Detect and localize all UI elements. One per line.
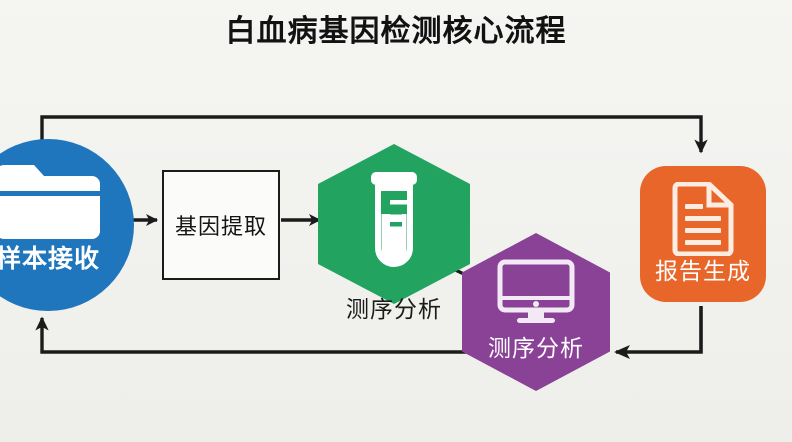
monitor-icon xyxy=(462,259,610,330)
node-gene-extraction-label: 基因提取 xyxy=(174,214,267,239)
connector-bottom-loop-to-sample xyxy=(35,316,560,354)
node-sequencing-analysis[interactable]: 测序分析 xyxy=(462,233,610,391)
test-tube-icon xyxy=(318,170,470,279)
node-gene-extraction[interactable]: 基因提取 xyxy=(162,170,280,280)
node-sequencing-green-label: 测序分析 xyxy=(346,296,442,322)
node-report-generation[interactable]: 报告生成 xyxy=(640,166,766,302)
node-report-generation-label: 报告生成 xyxy=(655,258,751,284)
node-sequencing-analysis-label: 测序分析 xyxy=(488,335,584,361)
folder-icon xyxy=(0,161,134,250)
document-icon xyxy=(640,181,766,261)
page-title: 白血病基因检测核心流程 xyxy=(225,15,567,48)
connector-bottom-loop-to-seq-purple xyxy=(614,306,703,359)
node-sample-reception-label: 样本接收 xyxy=(0,245,100,273)
node-sequencing-green[interactable]: 测序分析 xyxy=(318,144,470,322)
node-sample-reception[interactable]: 样本接收 xyxy=(0,139,134,311)
